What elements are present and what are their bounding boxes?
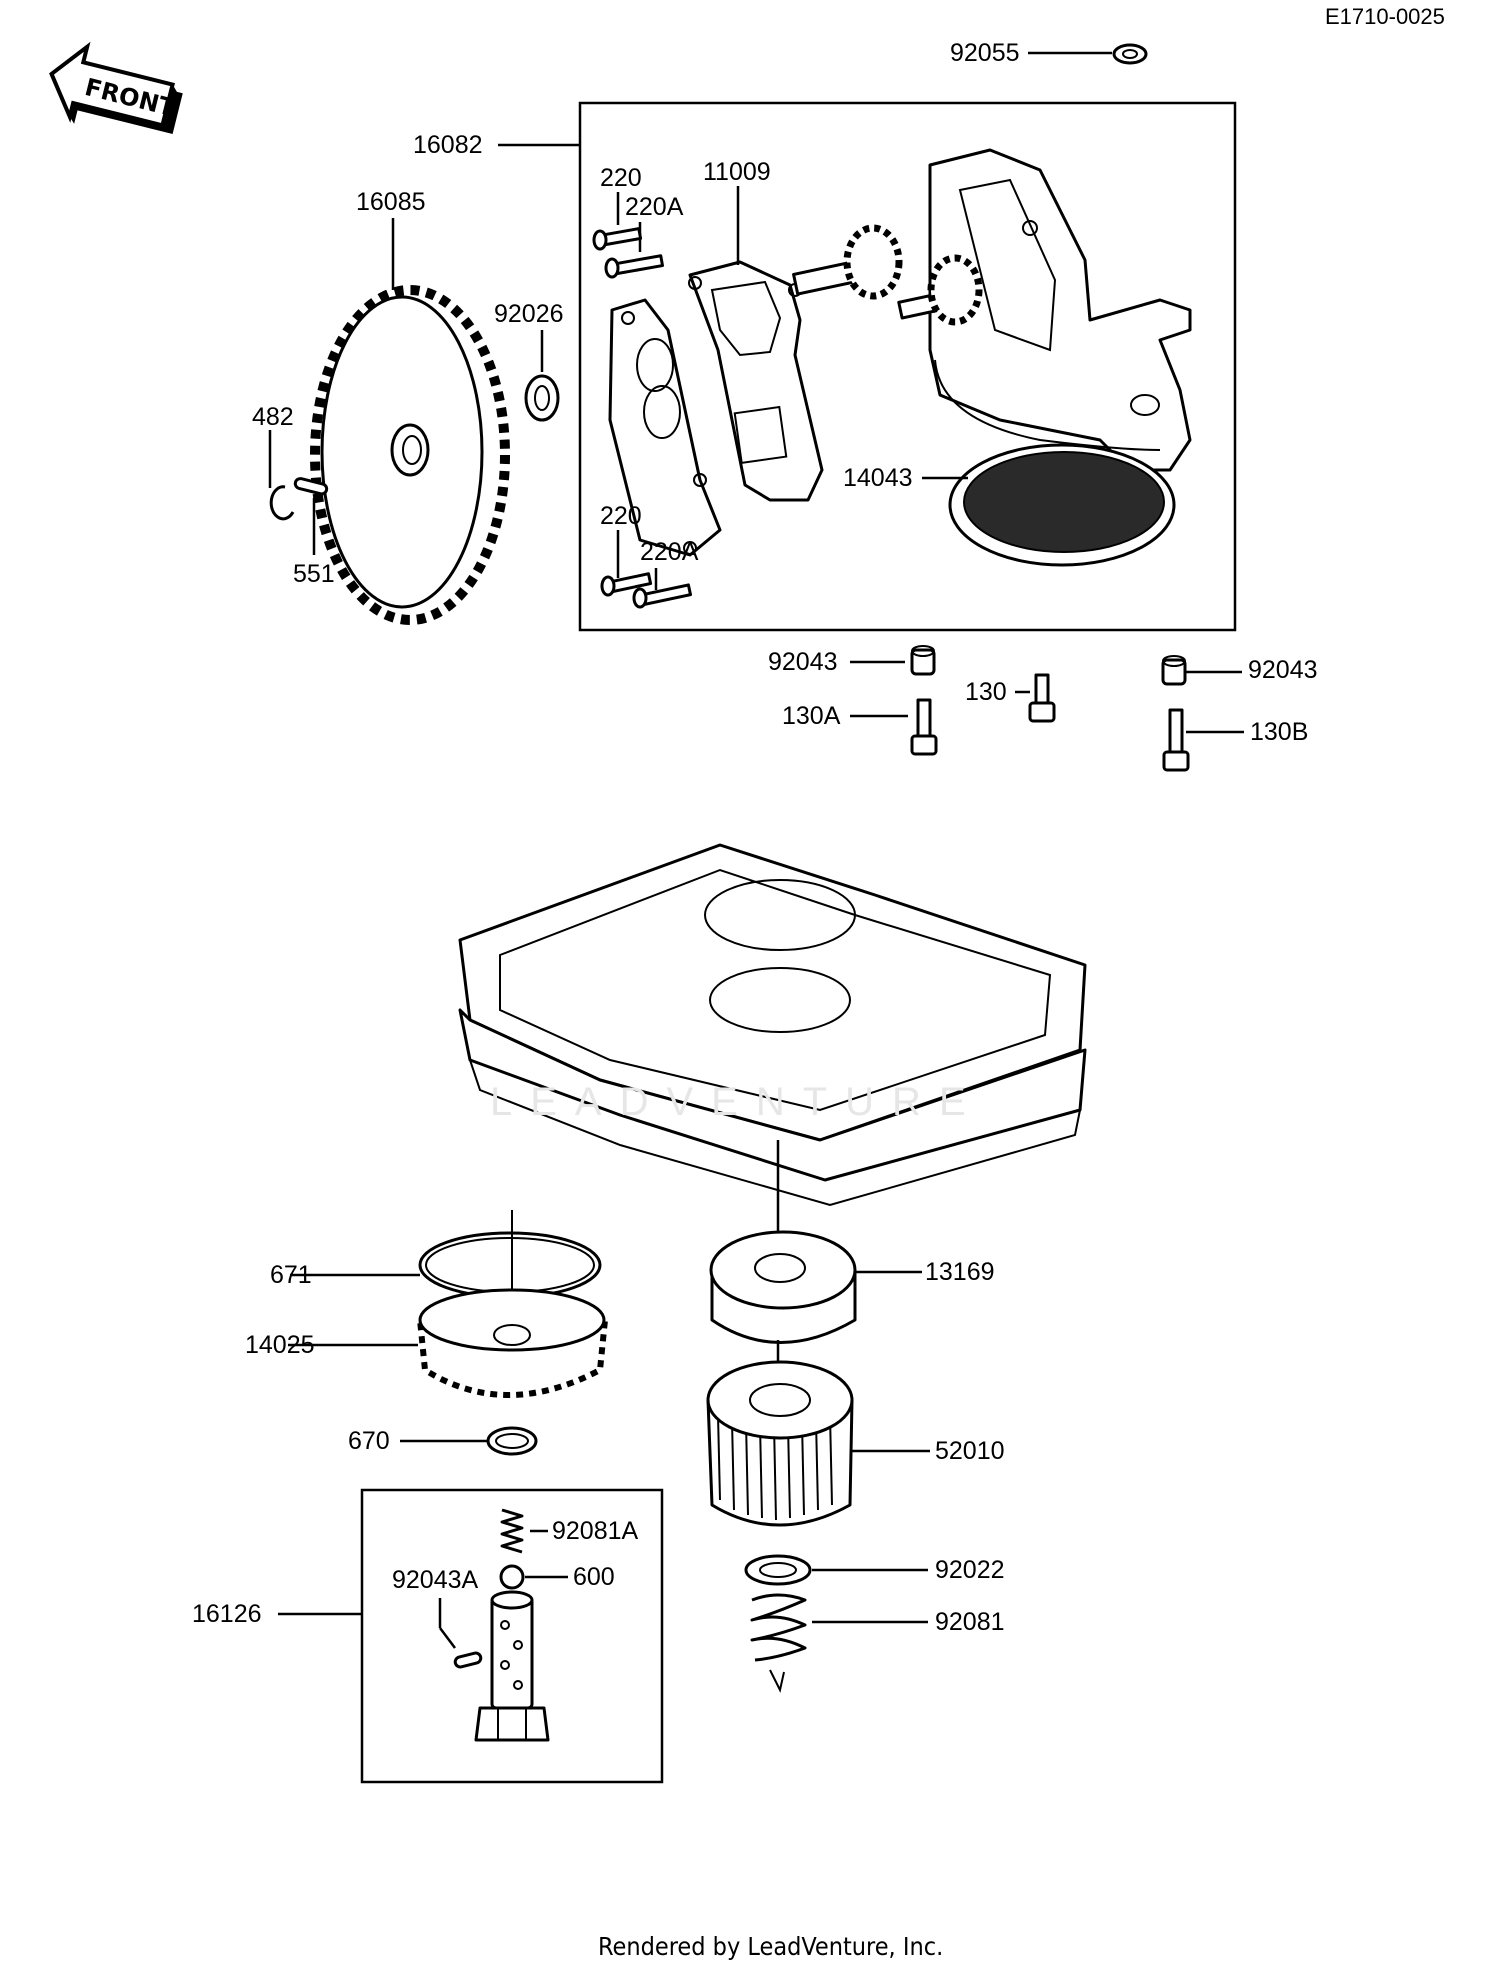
callout-11009: 11009: [703, 158, 771, 186]
callout-92043-right: 92043: [1248, 656, 1318, 684]
callout-92081A: 92081A: [552, 1517, 639, 1545]
watermark: LEADVENTURE: [490, 1080, 984, 1124]
callout-16126: 16126: [192, 1600, 262, 1628]
callout-92043-left: 92043: [768, 648, 838, 676]
oil-pump-gear-16085: [310, 285, 510, 625]
pin-551: [293, 477, 329, 496]
filter-holder-13169: [709, 1230, 857, 1344]
callout-130B: 130B: [1250, 718, 1308, 746]
oil-pump-body: [928, 148, 1192, 472]
callout-92043A: 92043A: [392, 1566, 479, 1594]
filter-cover-14025: [416, 1288, 609, 1398]
dowel-92043-left: [910, 645, 936, 676]
oil-screen-14043: [948, 443, 1176, 567]
callout-220-bot: 220: [600, 502, 642, 530]
callout-670: 670: [348, 1427, 390, 1455]
ball-600: [499, 1564, 525, 1590]
screw-220-bot: [600, 572, 653, 597]
callout-14043: 14043: [843, 464, 913, 492]
callout-130: 130: [965, 678, 1007, 706]
callout-52010: 52010: [935, 1437, 1005, 1465]
front-arrow-icon: FRONT: [49, 41, 183, 135]
callout-220A-bot: 220A: [640, 538, 699, 566]
callout-92026: 92026: [494, 300, 564, 328]
o-ring-671: [418, 1231, 602, 1299]
screw-220A-top: [604, 254, 664, 279]
oil-filter-52010: [706, 1360, 854, 1527]
pump-cover-plate: [608, 298, 722, 557]
callout-92055: 92055: [950, 39, 1020, 67]
callout-92081: 92081: [935, 1608, 1005, 1636]
oil-pump-assembly-box: [578, 101, 1237, 632]
pin-92043A: [453, 1651, 483, 1669]
gasket-11009: [688, 260, 824, 502]
bolt-130: [1028, 673, 1056, 723]
callout-14025: 14025: [245, 1331, 315, 1359]
screw-220A-bot: [632, 583, 692, 609]
relief-valve-box: [360, 1488, 664, 1784]
bolt-130A: [910, 698, 938, 756]
o-ring-670: [486, 1426, 538, 1456]
screw-220-top: [592, 227, 643, 251]
relief-valve-body: [474, 1590, 550, 1742]
callout-16082: 16082: [413, 131, 483, 159]
callout-16085: 16085: [356, 188, 426, 216]
callout-220-top: 220: [600, 164, 642, 192]
dowel-92043-right: [1161, 655, 1187, 686]
bolt-130B: [1162, 708, 1190, 772]
callout-92022: 92022: [935, 1556, 1005, 1584]
outer-rotor-gear: [897, 254, 983, 326]
footer-credit: Rendered by LeadVenture, Inc.: [598, 1932, 943, 1961]
callout-482: 482: [252, 403, 294, 431]
washer-92026: [524, 374, 560, 422]
oil-pan: [458, 1008, 1087, 1207]
callout-600: 600: [573, 1563, 615, 1591]
circlip-482: [269, 485, 295, 521]
callout-220A-top: 220A: [625, 193, 684, 221]
diagram-code: E1710-0025: [1325, 4, 1445, 29]
washer-92022: [744, 1554, 812, 1586]
nut-92055: [1112, 43, 1148, 65]
callout-13169: 13169: [925, 1258, 995, 1286]
callout-551: 551: [293, 560, 335, 588]
callout-130A: 130A: [782, 702, 841, 730]
inner-rotor-gear: [792, 224, 903, 300]
callout-671: 671: [270, 1261, 312, 1289]
spring-92081A: [500, 1508, 524, 1554]
spring-92081: [750, 1593, 807, 1693]
